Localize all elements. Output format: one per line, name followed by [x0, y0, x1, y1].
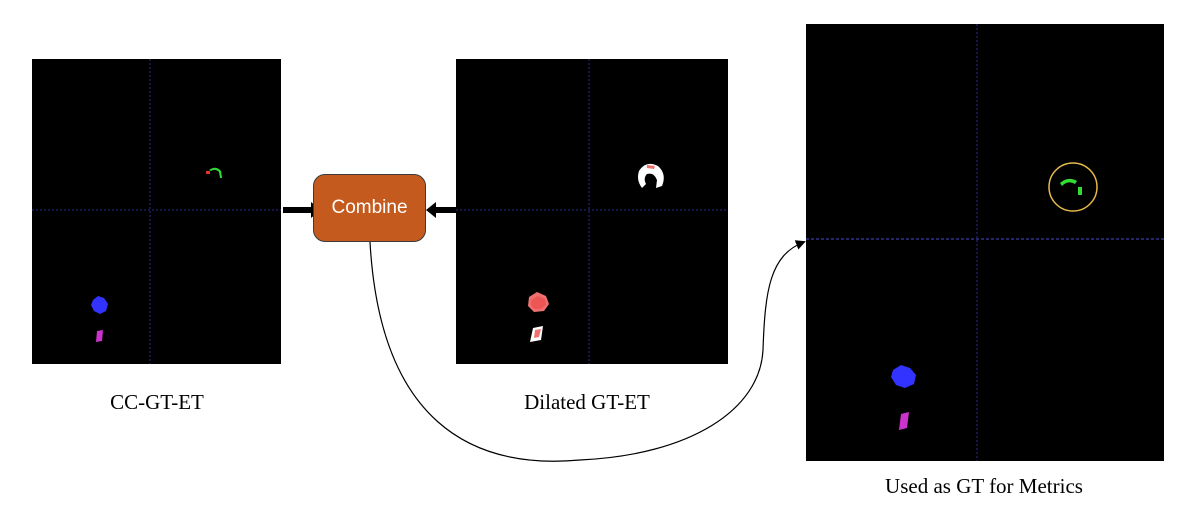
pink-region — [647, 165, 655, 169]
green-region — [1078, 187, 1082, 195]
used-as-gt-panel — [806, 24, 1164, 461]
green-region — [209, 167, 222, 178]
cc-gt-et-panel — [32, 59, 281, 364]
highlight-circle — [1048, 162, 1098, 212]
blue-region — [91, 296, 108, 314]
output-arrow — [369, 240, 806, 462]
arrowhead-right — [426, 202, 436, 218]
pink-region — [534, 329, 541, 338]
red-region — [206, 171, 210, 174]
used-as-gt-caption: Used as GT for Metrics — [885, 474, 1083, 498]
magenta-region — [899, 412, 909, 430]
green-region — [1060, 178, 1077, 186]
blue-region — [891, 365, 916, 388]
combine-label: Combine — [331, 197, 408, 218]
dilated-gt-et-panel — [456, 59, 728, 364]
red-region — [531, 296, 546, 309]
combine-box: Combine — [313, 174, 426, 242]
dilated-gt-et-caption: Dilated GT-ET — [524, 390, 650, 414]
white-region — [638, 163, 664, 188]
cc-gt-et-caption: CC-GT-ET — [110, 390, 204, 414]
magenta-region — [96, 330, 103, 342]
